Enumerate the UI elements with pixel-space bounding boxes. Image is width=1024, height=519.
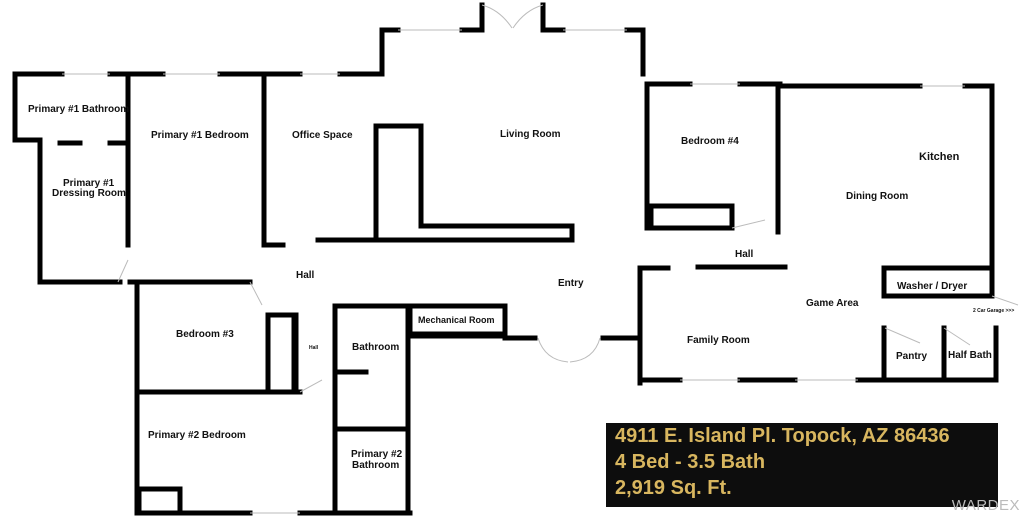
listing-beds-baths: 4 Bed - 3.5 Bath bbox=[615, 451, 766, 473]
label-living: Living Room bbox=[500, 129, 561, 140]
label-primary1-dressing-2: Dressing Room bbox=[52, 188, 126, 199]
label-office: Office Space bbox=[292, 130, 353, 141]
label-dining: Dining Room bbox=[846, 191, 909, 202]
label-half-bath: Half Bath bbox=[948, 350, 992, 361]
label-primary2-bedroom: Primary #2 Bedroom bbox=[148, 430, 246, 441]
watermark: WARDEX bbox=[951, 497, 1020, 514]
label-bedroom4: Bedroom #4 bbox=[681, 136, 739, 147]
label-primary1-dressing-1: Primary #1 bbox=[63, 178, 115, 189]
listing-address: 4911 E. Island Pl. Topock, AZ 86436 bbox=[615, 425, 950, 447]
label-primary2-bath-2: Bathroom bbox=[352, 460, 400, 471]
label-bathroom: Bathroom bbox=[352, 342, 400, 353]
label-hall-right: Hall bbox=[735, 249, 754, 260]
listing-sqft: 2,919 Sq. Ft. bbox=[615, 477, 732, 499]
label-garage: 2 Car Garage >>> bbox=[973, 308, 1015, 314]
listing-info-box: 4911 E. Island Pl. Topock, AZ 86436 4 Be… bbox=[606, 423, 998, 507]
label-primary1-bedroom: Primary #1 Bedroom bbox=[151, 130, 249, 141]
label-game-area: Game Area bbox=[806, 298, 859, 309]
label-primary2-bath-1: Primary #2 bbox=[351, 449, 403, 460]
label-hall-small: Hall bbox=[309, 345, 319, 351]
label-washer-dryer: Washer / Dryer bbox=[897, 281, 968, 292]
label-pantry: Pantry bbox=[896, 351, 928, 362]
label-hall-main: Hall bbox=[296, 270, 315, 281]
label-family: Family Room bbox=[687, 335, 750, 346]
label-mechanical: Mechanical Room bbox=[418, 315, 495, 325]
label-primary1-bathroom: Primary #1 Bathroom bbox=[28, 104, 130, 115]
walls bbox=[12, 2, 999, 516]
label-entry: Entry bbox=[558, 278, 584, 289]
label-kitchen: Kitchen bbox=[919, 151, 960, 163]
doors-windows bbox=[62, 4, 1019, 514]
label-bedroom3: Bedroom #3 bbox=[176, 329, 234, 340]
